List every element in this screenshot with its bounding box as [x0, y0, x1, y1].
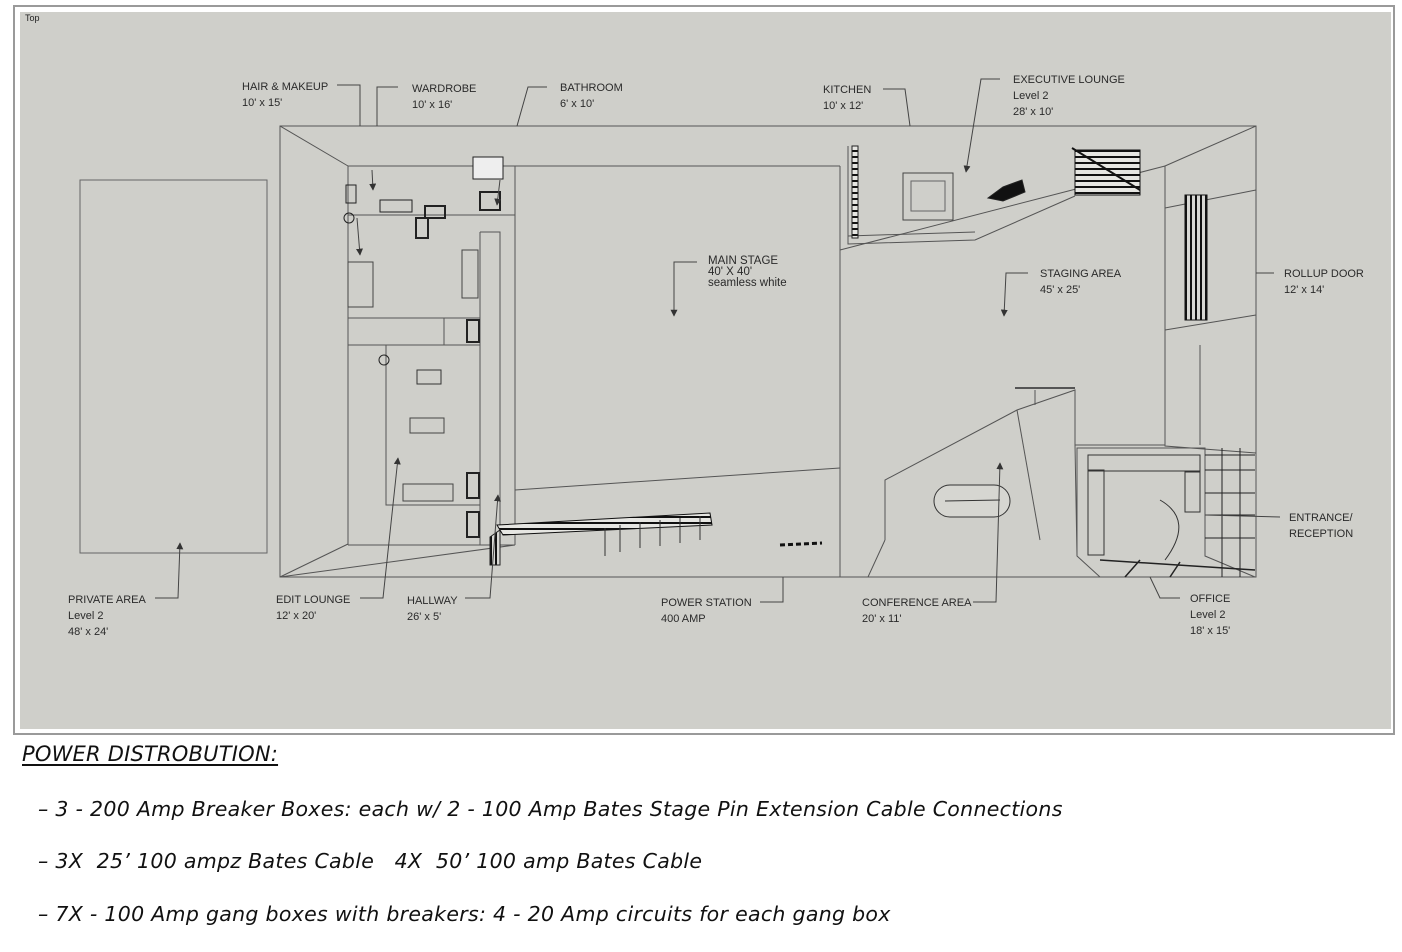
- power-item-bates-cable: – 3X 25’ 100 ampz Bates Cable 4X 50’ 100…: [38, 849, 703, 873]
- kitchen-room: [847, 146, 1076, 245]
- furniture-details: [343, 145, 1208, 566]
- conference-wall: [884, 389, 1078, 557]
- back-wall-right: [1164, 125, 1257, 454]
- label-entrance-reception: ENTRANCE/RECEPTION: [1289, 512, 1354, 540]
- kitchen-island: [902, 172, 954, 221]
- hallway-walls: [480, 231, 501, 545]
- power-distribution-title: POWER DISTROBUTION:: [22, 742, 279, 766]
- private-area-room: [79, 179, 268, 554]
- power-item-breaker-boxes: – 3 - 200 Amp Breaker Boxes: each w/ 2 -…: [38, 797, 1063, 821]
- main-stage-floor: [514, 467, 841, 491]
- leader-lines: [155, 78, 1281, 603]
- view-label: Top: [25, 13, 40, 23]
- power-distribution-section: POWER DISTROBUTION:: [22, 742, 278, 766]
- building-outline: [279, 125, 1257, 578]
- power-item-gang-boxes: – 7X - 100 Amp gang boxes with breakers:…: [38, 902, 891, 926]
- floor-plan-canvas: [20, 12, 1391, 729]
- office-room: [1076, 447, 1256, 578]
- back-wall-left: [279, 125, 349, 578]
